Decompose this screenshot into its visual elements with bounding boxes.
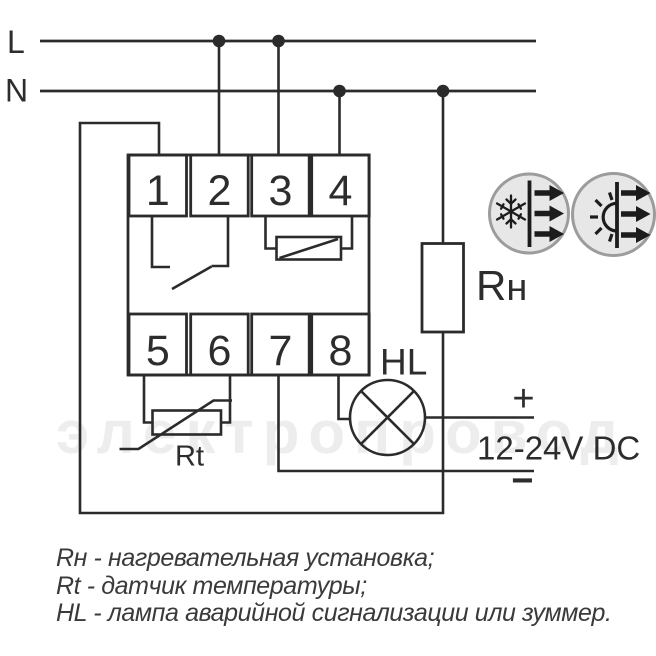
terminal-number-4: 4 xyxy=(329,167,353,215)
heater-body xyxy=(420,242,465,334)
terminal-number-7: 7 xyxy=(269,327,293,375)
terminal-number-8: 8 xyxy=(329,327,353,375)
lamp-cross-2 xyxy=(360,390,415,445)
minus-label: − xyxy=(511,460,533,502)
terminal-box-2 xyxy=(189,153,250,218)
lamp-circle xyxy=(348,378,427,457)
power-lines xyxy=(40,39,536,93)
relay-moving-contact-stub xyxy=(211,216,230,268)
legend-line-heater: Rн - нагревательная установка; xyxy=(56,544,435,572)
terminal-number-3: 3 xyxy=(269,167,293,215)
terminal-box-6 xyxy=(189,312,250,377)
voltage-label: 12-24V DC xyxy=(477,430,640,467)
terminal-number-1: 1 xyxy=(146,167,170,215)
l-label: L xyxy=(7,24,25,60)
element-body xyxy=(275,235,343,261)
heater-label: Rн xyxy=(476,262,527,309)
terminal-box-3 xyxy=(250,153,311,218)
temperature-sensor-symbol xyxy=(119,375,232,451)
plus-label: + xyxy=(512,378,534,420)
frost-protection-icon xyxy=(488,172,570,255)
device-box xyxy=(126,153,371,377)
internal-element-symbol xyxy=(264,216,354,261)
terminal-numbers: 1 2 3 4 5 6 7 8 xyxy=(146,167,353,375)
sensor-right-stub xyxy=(221,375,232,424)
heater-label-r: R xyxy=(476,262,506,309)
terminal-box-5 xyxy=(127,312,188,377)
sensor-body xyxy=(151,409,223,436)
terminal-number-2: 2 xyxy=(208,167,232,215)
wire-terminal1-loop xyxy=(78,121,445,515)
n-label: N xyxy=(5,73,28,109)
sensor-diagonal xyxy=(119,399,232,451)
terminal-number-6: 6 xyxy=(208,327,232,375)
terminal-number-5: 5 xyxy=(146,327,170,375)
sensor-left-stub xyxy=(142,375,153,424)
relay-contact-symbol xyxy=(150,216,230,291)
terminal-box-8 xyxy=(310,312,371,377)
terminal-box-1 xyxy=(127,153,188,218)
legend-line-sensor: Rt - датчик температуры; xyxy=(56,571,367,600)
lamp-symbol xyxy=(348,378,427,457)
sun-rays xyxy=(590,191,614,243)
frost-icon-arrows xyxy=(534,185,564,242)
legend-line-lamp: HL - лампа аварийной сигнализации или зу… xyxy=(56,599,612,628)
legend: Rн - нагревательная установка; Rt - датч… xyxy=(56,544,612,628)
heater-label-n: н xyxy=(506,267,527,309)
wire-terminal7-to-minus xyxy=(277,375,534,473)
sun-icon-arrows xyxy=(621,185,651,243)
sun-semicircle xyxy=(601,201,618,233)
sensor-label: Rt xyxy=(175,441,204,473)
element-left-stub xyxy=(264,216,277,250)
element-diagonal xyxy=(279,237,339,260)
lamp-label: HL xyxy=(380,342,427,383)
sun-heat-icon xyxy=(571,172,656,257)
wires xyxy=(78,41,534,515)
terminal-box-7 xyxy=(250,312,311,377)
wire-terminal8-to-lamp xyxy=(337,375,350,421)
relay-blade xyxy=(171,265,213,291)
element-right-stub xyxy=(341,216,354,250)
junction-dots xyxy=(212,34,450,98)
snowflake-glyph xyxy=(495,194,527,229)
terminal-box-4 xyxy=(310,153,371,218)
relay-fixed-contact xyxy=(150,216,170,269)
